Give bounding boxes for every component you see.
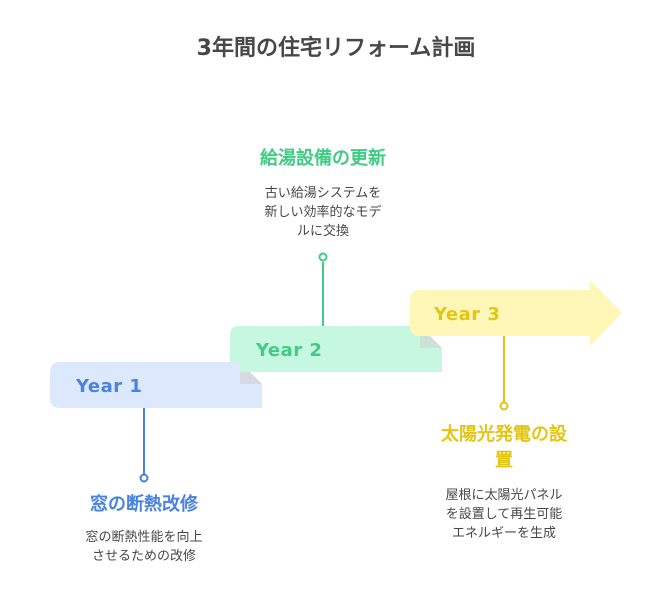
- step-2-heading: 給湯設備の更新: [260, 148, 386, 169]
- step-year-3: [410, 280, 622, 411]
- step-2-node: [318, 252, 328, 262]
- step-1-heading: 窓の断熱改修: [90, 494, 198, 515]
- step-3-arrow: [410, 280, 622, 346]
- step-3-description: 屋根に太陽光パネル を設置して再生可能 エネルギーを生成: [445, 488, 563, 541]
- year-3-label: Year 3: [434, 304, 501, 325]
- step-3-heading: 太陽光発電の設 置: [441, 424, 567, 471]
- step-1-description: 窓の断熱性能を向上 させるための改修: [85, 530, 203, 564]
- page-title: 3年間の住宅リフォーム計画: [196, 36, 476, 61]
- step-1-band: [50, 362, 262, 408]
- step-2-band-cap: [230, 326, 240, 372]
- step-3-node: [499, 401, 509, 411]
- year-1-label: Year 1: [76, 376, 143, 397]
- step-2-band: [239, 326, 442, 372]
- step-2-description: 古い給湯システムを 新しい効率的なモデ ルに交換: [264, 186, 382, 239]
- step-1-node: [139, 473, 149, 483]
- year-2-label: Year 2: [256, 340, 323, 361]
